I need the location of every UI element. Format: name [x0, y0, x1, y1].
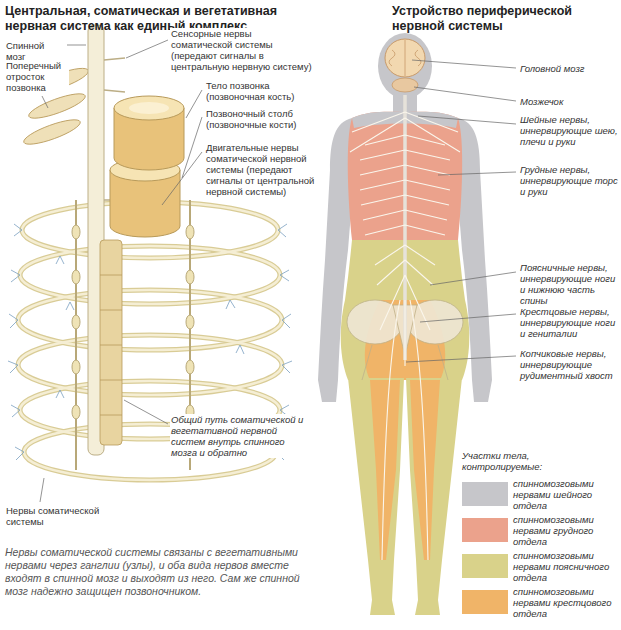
ganglion-chain — [72, 270, 80, 284]
ganglion-chain — [72, 405, 80, 419]
part-label: Мозжечок — [520, 96, 618, 107]
brain — [392, 78, 418, 92]
legend-swatch — [462, 590, 508, 614]
legend-swatch — [462, 518, 508, 542]
part-label: Двигательные нервы соматической нервной … — [205, 142, 317, 197]
leader-line — [438, 172, 516, 175]
brain — [389, 40, 421, 76]
part-label: Головной мозг — [520, 63, 618, 74]
part-label: Сенсорные нервы соматической системы (пе… — [170, 28, 314, 72]
ganglion-chain — [72, 360, 80, 374]
nerve-ring — [18, 335, 282, 395]
body-figure — [406, 378, 462, 615]
leader-line — [124, 400, 168, 424]
leader-line — [406, 60, 516, 362]
nerve-ring — [18, 290, 282, 350]
legend-swatch — [462, 482, 508, 506]
leader-line — [420, 314, 516, 322]
nerve-ring — [18, 290, 282, 350]
ganglion-chain — [72, 315, 80, 329]
vertebral-column — [100, 240, 122, 445]
part-label: Спинной мозг — [5, 40, 67, 62]
leader-line — [186, 90, 202, 118]
vertebral-column — [114, 96, 184, 120]
part-label: Позвоночный столб (позвоночные кости) — [205, 108, 313, 130]
vertebral-column — [100, 96, 184, 445]
leader-line — [430, 272, 516, 285]
part-label: Тело позвонка (позвоночная кость) — [205, 80, 313, 102]
part-label: Копчиковые нервы, иннервирующие рудимент… — [520, 348, 618, 381]
ganglion-chain — [186, 270, 194, 284]
legend-text: спинномозговыми нервами шейного отдела — [513, 478, 619, 511]
nerve-ring — [18, 335, 282, 395]
legend-swatch — [462, 554, 508, 578]
leader-line — [412, 60, 516, 68]
brain — [385, 39, 425, 92]
ganglion-chain — [186, 360, 194, 374]
part-label: Нервы соматической системы — [5, 505, 102, 527]
spine-nerves — [382, 300, 428, 560]
spine-nerves — [350, 95, 460, 560]
body-figure — [348, 378, 404, 615]
ganglion-chain — [186, 225, 194, 239]
leader-line — [40, 478, 44, 502]
part-label: Общий путь соматической и вегетативной н… — [170, 414, 310, 458]
nerve-twig — [8, 224, 24, 460]
part-label: Шейные нервы, иннервирующие шею, плечи и… — [520, 114, 618, 147]
transverse-process — [21, 115, 82, 149]
part-label: Участки тела, контролируемые: — [462, 450, 612, 472]
part-label: Крестцовые нервы, иннервирующие ноги и г… — [520, 306, 618, 339]
nerve-ring — [20, 246, 280, 304]
vertebral-column — [100, 275, 122, 415]
legend-text: спинномозговыми нервами крестцового отде… — [513, 586, 619, 619]
leader-line — [414, 87, 516, 101]
part-label: Поперечный отросток позвонка — [5, 60, 69, 93]
ganglion-chain — [186, 315, 194, 329]
ganglion-chain — [72, 225, 80, 239]
leader-line — [126, 40, 168, 58]
vertebral-column — [129, 102, 169, 114]
body-figure — [378, 33, 432, 99]
part-label: Грудные нервы, иннервирующие торс и руки — [520, 164, 618, 197]
leader-line — [162, 152, 202, 205]
leader-line — [42, 96, 48, 108]
spinal-cord — [88, 25, 125, 455]
leader-line — [418, 116, 516, 124]
legend-text: спинномозговыми нервами поясничного отде… — [513, 550, 619, 583]
caption: Нервы соматической системы связаны с вег… — [5, 546, 303, 598]
transverse-process — [26, 89, 87, 123]
leader-line — [406, 356, 516, 362]
nerve-ring — [20, 246, 280, 304]
leader-line — [182, 117, 202, 178]
part-label: Поясничные нервы, иннервирующие ноги и н… — [520, 262, 618, 306]
spine-nerves — [360, 135, 450, 235]
leader-line — [64, 45, 86, 46]
panel-title: Устройство периферической нервной систем… — [392, 4, 620, 34]
legend-text: спинномозговыми нервами грудного отдела — [513, 514, 619, 547]
brain — [385, 39, 425, 77]
